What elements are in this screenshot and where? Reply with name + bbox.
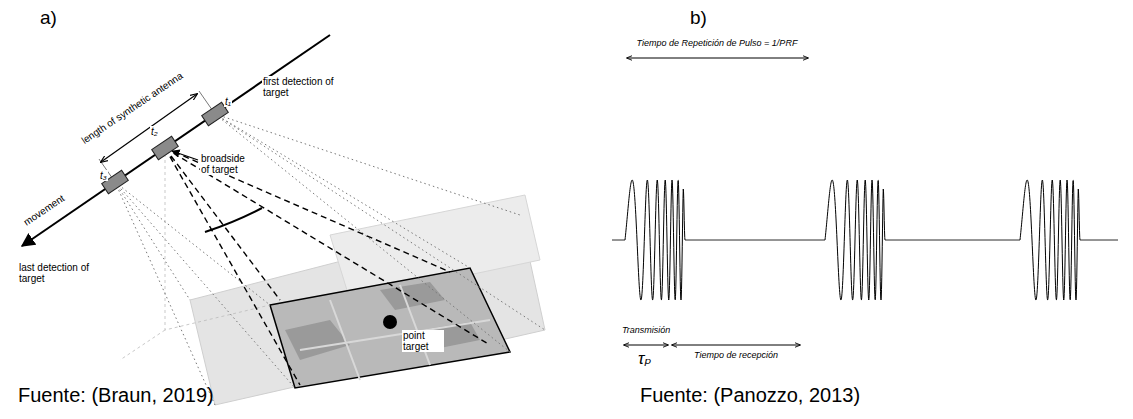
beam-angle-arc bbox=[205, 208, 262, 232]
point-target bbox=[383, 315, 397, 329]
pulse-train bbox=[612, 180, 1118, 300]
period-label: Tiempo de Repetición de Pulso = 1/PRF bbox=[637, 39, 798, 49]
first-beam bbox=[215, 114, 545, 352]
target-label: point target bbox=[402, 330, 444, 352]
beam-label: last detection of target bbox=[18, 262, 95, 284]
tx-arrow bbox=[624, 345, 668, 346]
time-label: t₁ bbox=[224, 96, 232, 107]
direction-label: movement bbox=[21, 192, 68, 228]
panel-letter: a) bbox=[40, 8, 57, 29]
pulse-width-symbol: τₚ bbox=[638, 350, 652, 369]
beam-label: first detection of target bbox=[262, 76, 344, 98]
dimension-tick bbox=[99, 91, 215, 182]
broadside-beam bbox=[165, 148, 490, 385]
rx-arrow bbox=[672, 345, 800, 346]
time-label: t₂ bbox=[150, 126, 159, 137]
flight-track bbox=[22, 35, 330, 246]
ground-image bbox=[190, 195, 545, 405]
phase-label: Transmisión bbox=[622, 326, 670, 336]
time-label: t₃ bbox=[99, 170, 108, 181]
beam-label: broadside of target bbox=[200, 153, 257, 175]
dimension-arrow bbox=[101, 94, 197, 162]
chirp-pulse bbox=[612, 180, 1118, 300]
leader-line bbox=[172, 151, 198, 160]
last-beam bbox=[115, 182, 295, 405]
dimension-label: length of synthetic antenna bbox=[79, 69, 186, 146]
panel-letter: b) bbox=[690, 8, 707, 29]
reference-axes bbox=[120, 148, 270, 360]
pri-arrow bbox=[627, 58, 808, 59]
phase-label: Tiempo de recepción bbox=[694, 351, 778, 361]
source-caption: Fuente: (Panozzo, 2013) bbox=[640, 384, 860, 406]
source-caption: Fuente: (Braun, 2019) bbox=[18, 384, 214, 406]
